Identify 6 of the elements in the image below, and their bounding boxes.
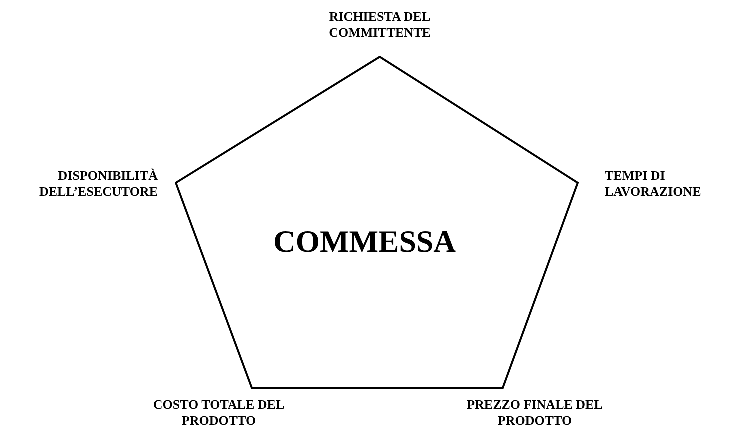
center-title: COMMESSA — [274, 224, 456, 260]
vertex-label: PREZZO FINALE DEL PRODOTTO — [466, 397, 604, 429]
vertex-label: TEMPI DI LAVORAZIONE — [605, 168, 702, 200]
vertex-label: RICHIESTA DEL COMMITTENTE — [328, 9, 432, 41]
vertex-label: COSTO TOTALE DEL PRODOTTO — [152, 397, 286, 429]
vertex-label: DISPONIBILITÀ DELL’ESECUTORE — [38, 168, 158, 200]
